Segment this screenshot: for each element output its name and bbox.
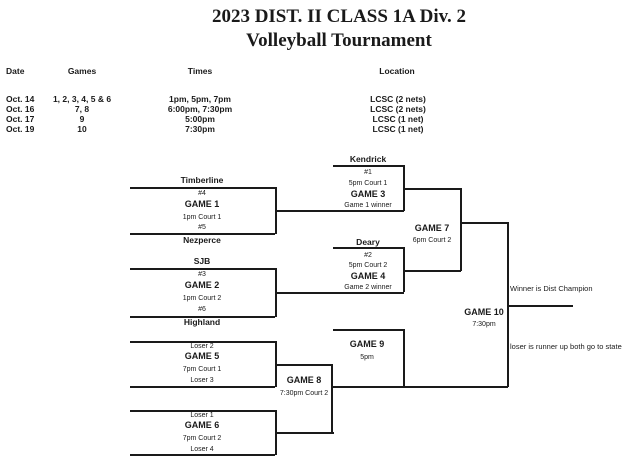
schedule-location: LCSC (1 net) [372,124,424,134]
schedule-games: 10 [77,124,87,134]
game4-bottom-label: Game 2 winner [344,284,392,291]
line-game9-winner [331,386,508,388]
schedule-location: LCSC (2 nets) [370,94,426,104]
schedule-times: 5:00pm [185,114,215,124]
game1-bottom-team: Nezperce [183,235,221,245]
game5-top-label: Loser 2 [190,343,214,350]
line-game3-spine [403,165,405,211]
line-game10-winner [507,305,573,307]
line-game5-top [130,341,275,343]
game5-title: GAME 5 [184,351,220,361]
game1-top-team: Timberline [180,175,224,185]
game4-title: GAME 4 [350,271,386,281]
line-game1-bottom [130,233,275,235]
line-game4-winner [403,270,461,272]
line-game3-winner [403,188,461,190]
game10-time: 7:30pm [472,321,496,328]
game9-time: 5pm [360,354,374,361]
game6-top-label: Loser 1 [190,412,214,419]
line-game6-winner [275,432,334,434]
game2-time: 1pm Court 2 [182,295,222,302]
schedule-header-location: Location [379,66,415,76]
page-title-line1: 2023 DIST. II CLASS 1A Div. 2 [211,6,467,27]
line-game2-spine [275,268,277,317]
game2-bottom-team: Highland [183,317,221,327]
line-game7-spine [460,188,462,271]
game2-top-team: SJB [193,256,211,266]
game7-time: 6pm Court 2 [412,237,452,244]
line-game7-winner [460,222,508,224]
line-game2-top [130,268,275,270]
line-game4-spine [403,247,405,292]
game3-time: 5pm Court 1 [348,180,388,187]
line-game6-bottom [130,454,275,456]
game1-title: GAME 1 [184,199,220,209]
line-game5-bottom [130,386,275,388]
line-game1-top [130,187,275,189]
game4-top-team: Deary [356,237,380,247]
game3-bottom-label: Game 1 winner [344,202,392,209]
line-game5-spine [275,341,277,387]
schedule-header-games: Games [67,66,97,76]
schedule-date: Oct. 17 [6,114,35,124]
line-game4-top [333,247,403,249]
schedule-games: 9 [79,114,85,124]
schedule-times: 6:00pm, 7:30pm [167,104,233,114]
line-game6-spine [275,410,277,455]
game7-title: GAME 7 [414,223,450,233]
schedule-games: 7, 8 [74,104,90,114]
line-game2-bottom [130,316,275,318]
game4-top-seed: #2 [364,252,372,259]
line-game10-spine [507,222,509,387]
schedule-header-date: Date [6,66,25,76]
game1-bottom-seed: #5 [198,224,206,231]
game4-time: 5pm Court 2 [348,262,388,269]
winner-note: Winner is Dist Champion [510,284,593,293]
game2-title: GAME 2 [184,280,220,290]
schedule-location: LCSC (1 net) [372,114,424,124]
game1-time: 1pm Court 1 [182,214,222,221]
game5-time: 7pm Court 1 [182,366,222,373]
schedule-location: LCSC (2 nets) [370,104,426,114]
game1-top-seed: #4 [198,190,206,197]
line-game9-spine [403,329,405,387]
schedule-date: Oct. 14 [6,94,35,104]
schedule-games: 1, 2, 3, 4, 5 & 6 [52,94,112,104]
page-title-line2: Volleyball Tournament [246,30,432,51]
line-game2-winner [275,292,404,294]
game8-title: GAME 8 [286,375,322,385]
schedule-date: Oct. 19 [6,124,35,134]
game5-bottom-label: Loser 3 [190,377,214,384]
game2-top-seed: #3 [198,271,206,278]
game3-top-team: Kendrick [349,154,387,164]
line-game3-top [333,165,403,167]
line-game6-top [130,410,275,412]
schedule-date: Oct. 16 [6,104,35,114]
game8-time: 7:30pm Court 2 [279,390,329,397]
game6-title: GAME 6 [184,420,220,430]
game6-time: 7pm Court 2 [182,435,222,442]
schedule-times: 1pm, 5pm, 7pm [169,94,231,104]
line-game1-winner [275,210,404,212]
schedule-times: 7:30pm [185,124,215,134]
line-game9-top [333,329,403,331]
game9-title: GAME 9 [349,339,385,349]
loser-note: loser is runner up both go to state [510,342,622,351]
schedule-header-times: Times [187,66,213,76]
game10-title: GAME 10 [464,307,504,317]
game2-bottom-seed: #6 [198,306,206,313]
line-game5-winner [275,364,332,366]
line-game8-spine [331,364,333,433]
game3-title: GAME 3 [350,189,386,199]
game3-top-seed: #1 [364,169,372,176]
game6-bottom-label: Loser 4 [190,446,214,453]
line-game1-spine [275,187,277,234]
